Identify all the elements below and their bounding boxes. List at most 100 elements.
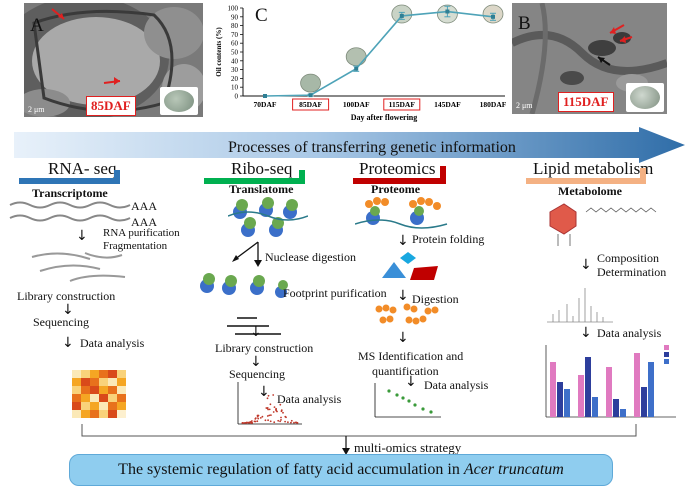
read-dot: [290, 421, 292, 424]
data-point: [354, 66, 359, 71]
read-dot: [266, 397, 269, 400]
lipid-bar: [613, 399, 619, 417]
read-dot: [272, 394, 275, 396]
micrograph-a-texture: [24, 3, 203, 117]
ribo-step-library: Library construction: [215, 341, 314, 355]
y-tick-label: 20: [231, 75, 239, 83]
read-dot: [264, 419, 267, 422]
heatmap-cell: [90, 378, 99, 386]
lipid-bar: [578, 375, 584, 417]
lipid-bar: [550, 362, 556, 417]
x-tick-highlight: [383, 98, 421, 111]
heatmap-cell: [99, 378, 108, 386]
conclusion-species: Acer truncatum: [463, 461, 564, 478]
protein-scatter-plot: [374, 383, 441, 418]
heatmap-cell: [72, 394, 81, 402]
panel-a-scale: 2 μm: [28, 105, 45, 114]
heatmap-cell: [117, 394, 126, 402]
heatmap-cell: [72, 402, 81, 410]
x-tick-label: 70DAF: [254, 100, 277, 109]
ribo-seq-underbar: [204, 178, 304, 184]
heatmap-cell: [99, 402, 108, 410]
x-tick-label: 100DAF: [343, 100, 370, 109]
rna-arrow-2: ↓: [62, 302, 74, 318]
read-dot: [241, 422, 244, 424]
read-dot: [256, 420, 259, 423]
ribo-step-footprint: Footprint purification: [283, 286, 387, 300]
micrograph-a: A 85DAF 2 μm: [24, 3, 203, 117]
lipid-metabolism-underbar: [526, 178, 646, 184]
prot-step-folding: Protein folding: [412, 232, 485, 246]
heatmap-cell: [108, 410, 117, 418]
lipid-metabolism-underbar-tab: [640, 168, 646, 184]
panel-b-letter: B: [518, 13, 531, 34]
read-dot: [261, 415, 264, 418]
heatmap-cell: [81, 370, 90, 378]
y-tick-label: 30: [231, 66, 239, 74]
proteomics-title: Proteomics: [359, 159, 436, 178]
proteomics-underbar: [353, 178, 446, 184]
data-point: [308, 93, 313, 98]
x-tick-label: 180DAF: [480, 100, 507, 109]
seed-icon: [300, 73, 321, 93]
prot-arrow-2: ↓: [397, 288, 409, 304]
y-tick-label: 90: [231, 13, 239, 21]
panel-b-daf-label: 115DAF: [558, 92, 614, 112]
heatmap-cell: [81, 394, 90, 402]
read-dot: [244, 422, 247, 424]
lipid-bar: [648, 362, 654, 417]
read-dot: [250, 422, 253, 424]
heatmap-cell: [117, 378, 126, 386]
ribo-step-data-analysis: Data analysis: [277, 392, 342, 406]
panel-b-scale: 2 μm: [516, 101, 533, 110]
heatmap-cell: [117, 410, 126, 418]
heatmap-cell: [117, 386, 126, 394]
read-dot: [290, 419, 293, 422]
prot-arrow-3: ↓: [397, 330, 409, 346]
y-tick-label: 10: [231, 84, 239, 92]
prot-step-data-analysis: Data analysis: [424, 378, 489, 392]
rna-arrow-1: ↓: [76, 228, 88, 244]
read-dot: [254, 418, 257, 420]
prot-step-digestion: Digestion: [412, 292, 459, 306]
ribo-seq-underbar-tab: [299, 170, 305, 184]
heatmap-cell: [108, 394, 117, 402]
proteomics-underbar-tab: [440, 166, 446, 184]
heatmap-cell: [99, 410, 108, 418]
lipid-bar: [634, 353, 640, 417]
prot-step-ms-1: MS Identification and: [358, 349, 464, 363]
heatmap-cell: [117, 370, 126, 378]
heatmap-cell: [90, 386, 99, 394]
lipid-structure: [549, 203, 657, 246]
rna-seq-underbar-tab: [114, 170, 120, 184]
seed-115daf-image: [626, 83, 664, 112]
x-axis-title: Day after flowering: [351, 113, 418, 122]
folded-proteins: [382, 252, 438, 280]
ribo-seq-title: Ribo-seq: [231, 159, 293, 178]
peptide-fragments: [375, 303, 439, 325]
data-point: [399, 13, 404, 18]
lipid-arrow-2: ↓: [580, 325, 592, 341]
lipid-bar: [620, 409, 626, 417]
y-tick-label: 100: [228, 5, 239, 13]
read-dot: [272, 411, 275, 413]
read-dot: [248, 421, 251, 424]
heatmap-cell: [81, 386, 90, 394]
read-dot: [257, 417, 260, 420]
read-dot: [259, 417, 262, 419]
lipid-bar: [592, 397, 598, 417]
integration-bracket: [81, 424, 637, 455]
heatmap-cell: [72, 410, 81, 418]
panel-a-daf-label: 85DAF: [86, 96, 136, 116]
y-tick-label: 70: [231, 31, 239, 39]
ribo-step-sequencing: Sequencing: [229, 367, 285, 381]
lipid-arrow-1: ↓: [580, 257, 592, 273]
heatmap-cell: [81, 402, 90, 410]
read-dot: [267, 394, 270, 397]
data-point: [445, 9, 450, 14]
heatmap-cell: [90, 410, 99, 418]
heatmap-cell: [108, 378, 117, 386]
heatmap-cell: [72, 370, 81, 378]
oil-content-line: [264, 10, 494, 97]
